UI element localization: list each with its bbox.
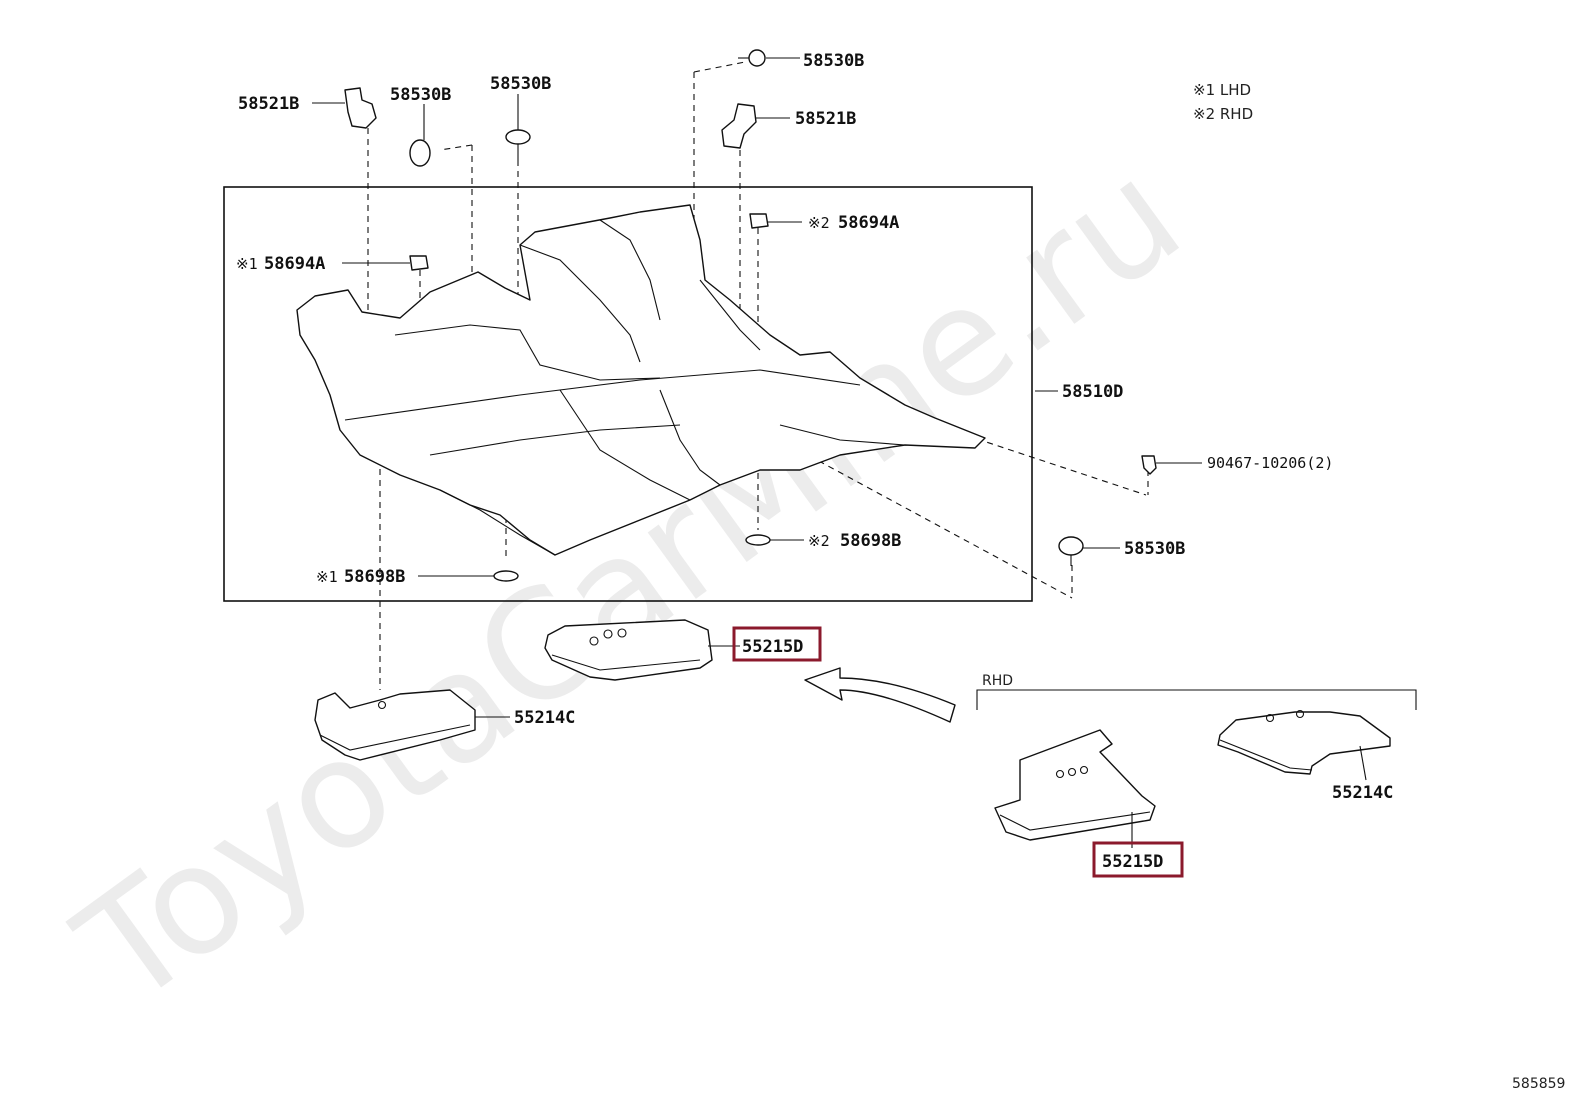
label-55214c-left: 55214C: [514, 708, 575, 728]
label-58698b-left: 58698B: [344, 567, 405, 587]
label-55215d-rhd: 55215D: [1102, 852, 1163, 872]
assembly-frame: [223, 186, 1033, 602]
mark-58694a-left: ※1: [236, 255, 258, 273]
grommet-58698b-left: [493, 570, 519, 582]
clip-58530b-bottom-right: [1058, 536, 1084, 566]
mark-58694a-right: ※2: [808, 214, 830, 232]
label-58530b-top-right: 58530B: [803, 51, 864, 71]
hook-58521b-left: [344, 87, 377, 129]
screw-90467: [1141, 455, 1157, 475]
mat-55215d-rhd: [994, 729, 1156, 841]
rhd-label: RHD: [982, 673, 1013, 689]
clip-58530b-center: [505, 129, 531, 160]
legend-rhd: ※2 RHD: [1193, 105, 1253, 123]
clip-58530b-top-right: [738, 49, 766, 67]
label-58694a-right: 58694A: [838, 213, 899, 233]
label-55214c-rhd: 55214C: [1332, 783, 1393, 803]
grommet-58698b-right: [745, 534, 771, 546]
label-58530b-left: 58530B: [390, 85, 451, 105]
floor-carpet: [296, 204, 986, 556]
highlight-55215d-rhd: [1092, 841, 1184, 878]
label-58521b-right: 58521B: [795, 109, 856, 129]
label-58510d: 58510D: [1062, 382, 1123, 402]
figure-id: 585859: [1512, 1076, 1565, 1092]
mat-55214c-left: [314, 689, 476, 761]
label-58530b-bottom-right: 58530B: [1124, 539, 1185, 559]
mark-58698b-right: ※2: [808, 532, 830, 550]
legend-lhd: ※1 LHD: [1193, 81, 1251, 99]
mat-55214c-rhd: [1217, 709, 1391, 775]
clip-58530b-left: [409, 139, 431, 167]
hook-58521b-right: [721, 103, 757, 149]
rhd-bracket: [976, 689, 1417, 710]
ring-58694a-right: [749, 213, 769, 229]
label-90467-10206: 90467-10206(2): [1207, 454, 1333, 472]
highlight-55215d-center: [732, 626, 822, 662]
label-58530b-center: 58530B: [490, 74, 551, 94]
arrow-rhd-reference: [804, 667, 956, 723]
label-58521b-left: 58521B: [238, 94, 299, 114]
label-58694a-left: 58694A: [264, 254, 325, 274]
label-58698b-right: 58698B: [840, 531, 901, 551]
mat-55215d-center: [544, 619, 713, 681]
ring-58694a-left: [409, 255, 429, 271]
label-55215d-center: 55215D: [742, 637, 803, 657]
mark-58698b-left: ※1: [316, 568, 338, 586]
